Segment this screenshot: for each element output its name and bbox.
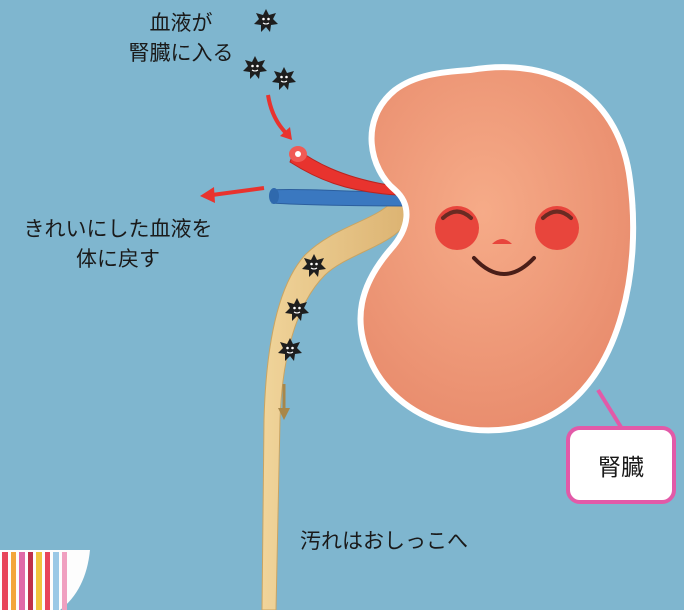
striped-decoration: [0, 550, 90, 610]
label-clean-blood-line2: 体に戻す: [8, 244, 228, 274]
arrow-icon: [212, 188, 264, 195]
label-waste: 汚れはおしっこへ: [300, 526, 468, 556]
label-blood-enters: 血液が 腎臓に入る: [112, 8, 250, 68]
kidney-label: 腎臓: [598, 448, 644, 482]
renal-vein-end: [269, 188, 279, 204]
label-clean-blood: きれいにした血液を 体に戻す: [8, 214, 228, 274]
kidney: [360, 67, 633, 430]
label-clean-blood-line1: きれいにした血液を: [8, 214, 228, 244]
label-blood-enters-line1: 血液が: [112, 8, 250, 38]
waste-particle-icon: [254, 9, 278, 32]
arrow-icon: [200, 187, 215, 203]
label-blood-enters-line2: 腎臓に入る: [112, 38, 250, 68]
waste-particle-icon: [272, 67, 296, 90]
kidney-label-box: 腎臓: [566, 426, 676, 504]
arrow-icon: [268, 95, 288, 135]
